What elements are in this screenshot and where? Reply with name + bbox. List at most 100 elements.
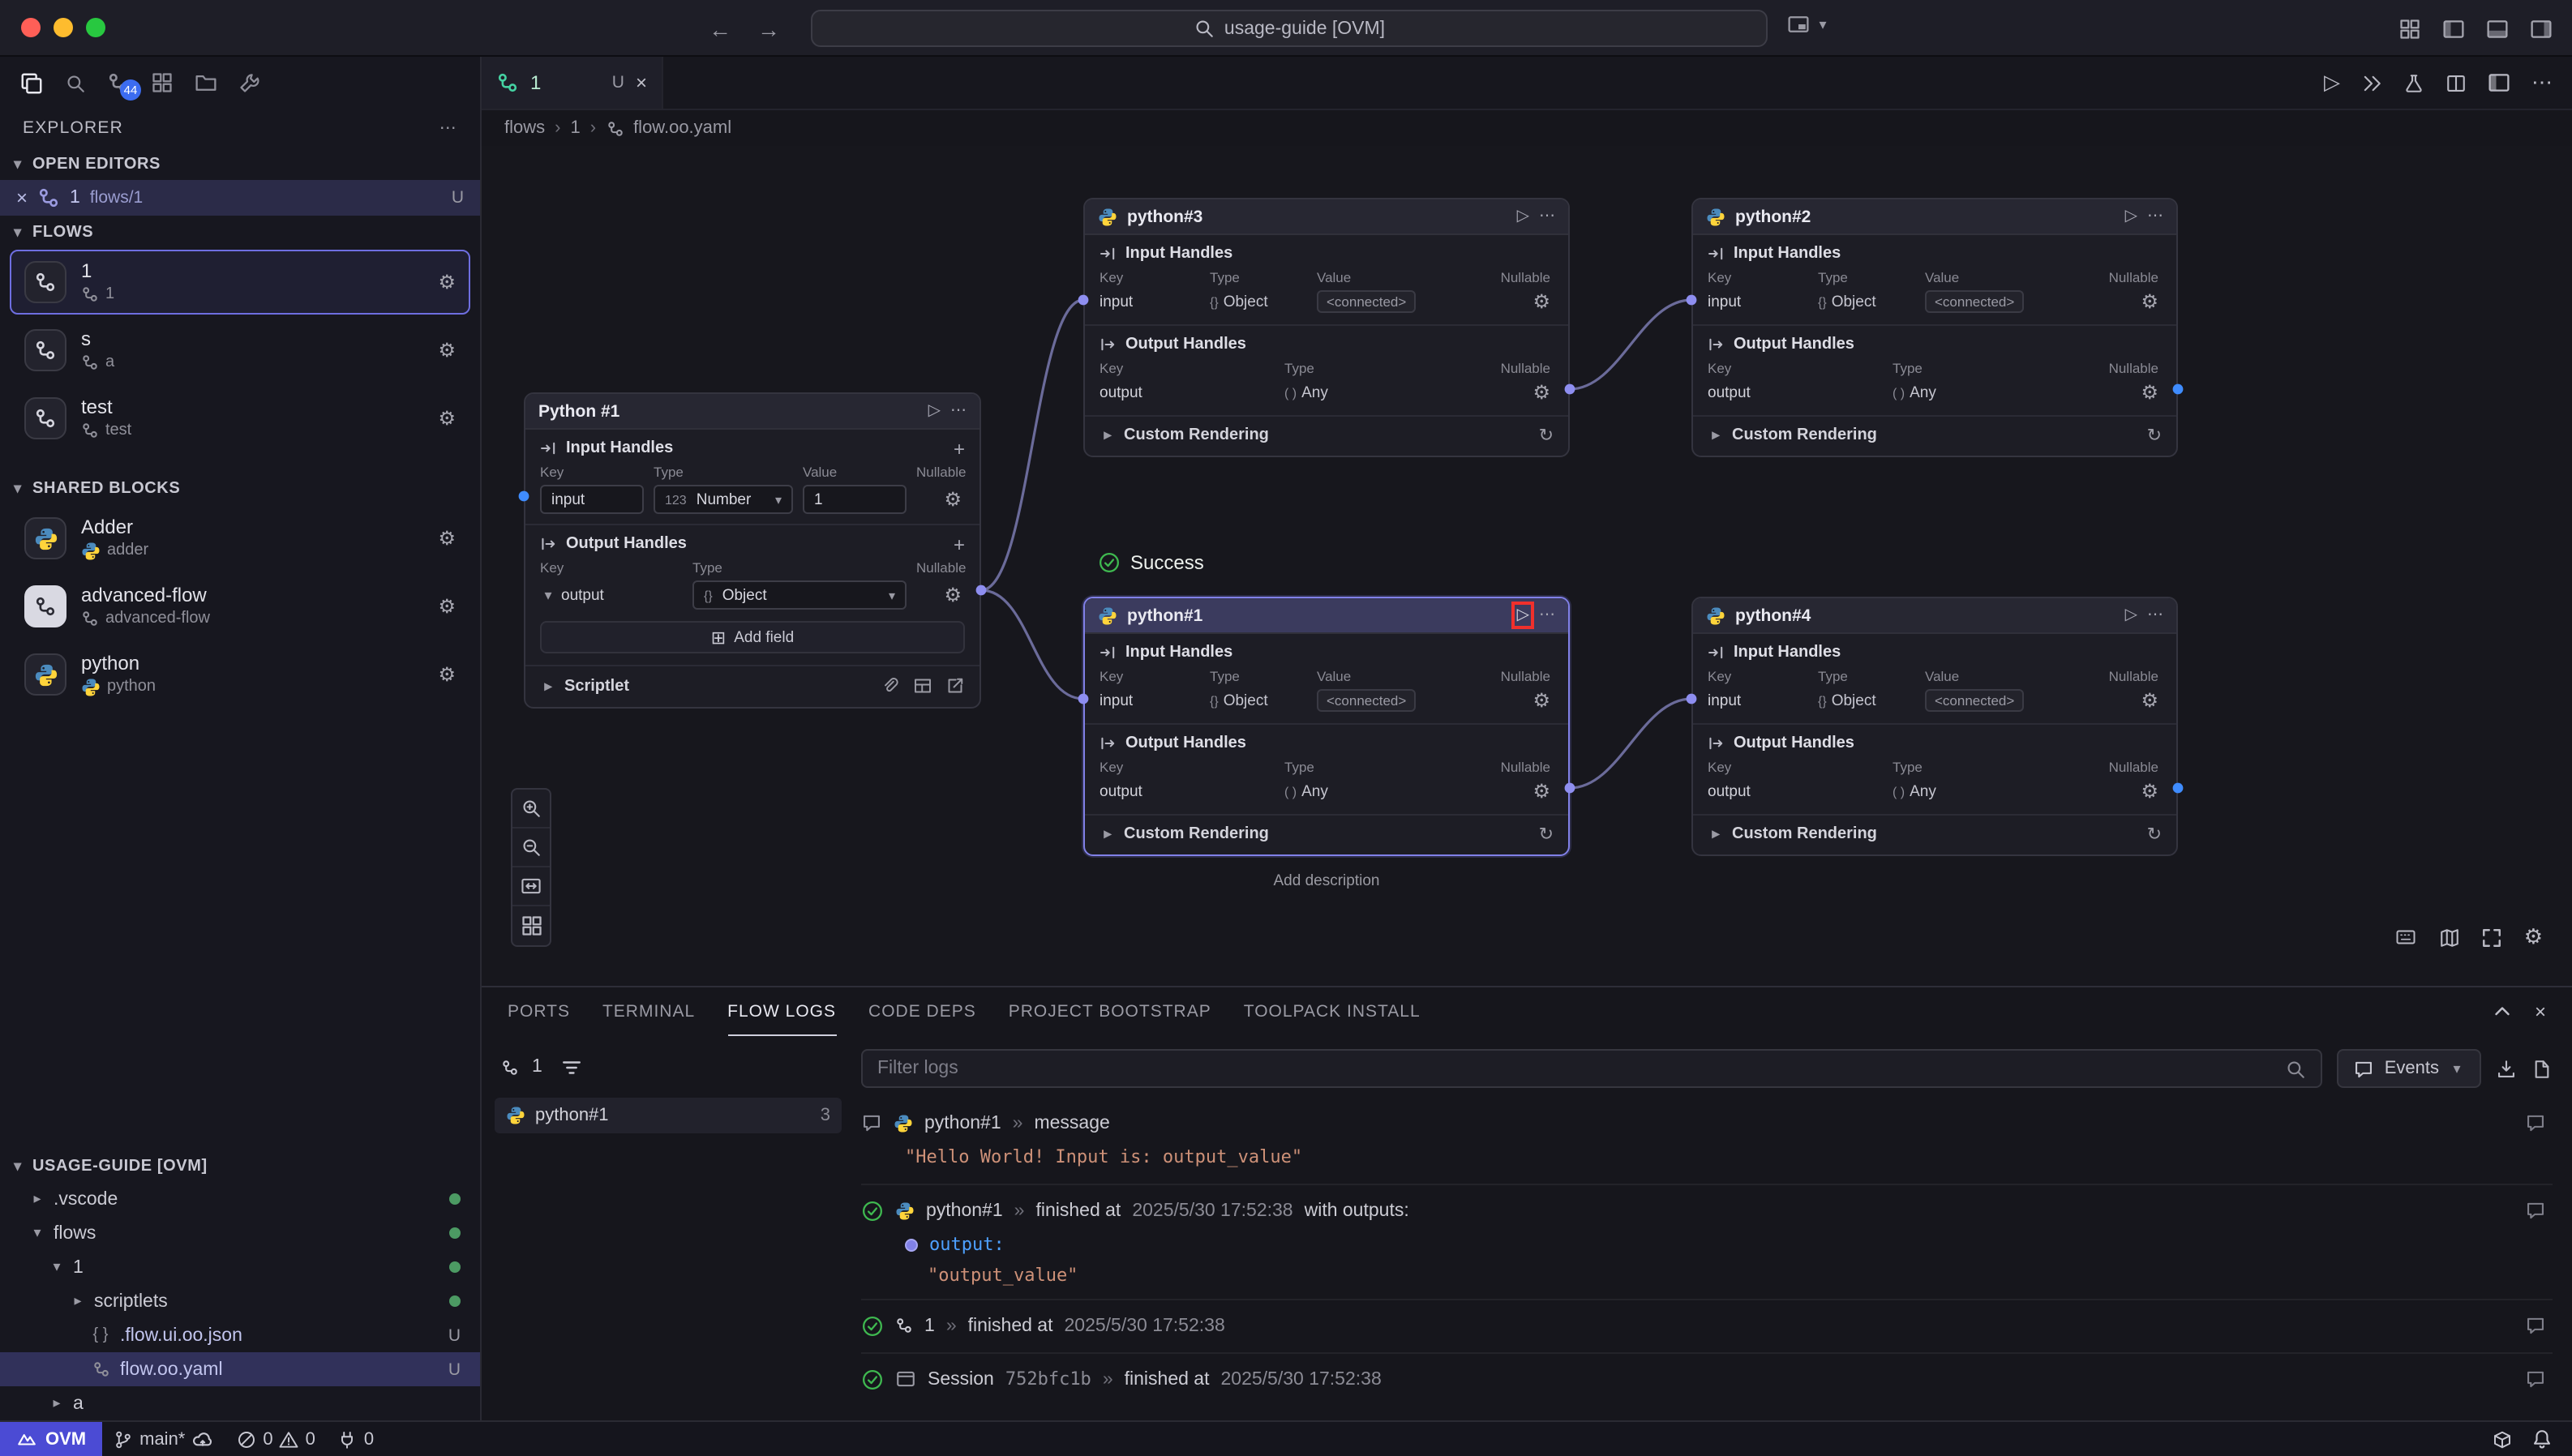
comment-icon[interactable] [2525,1368,2553,1390]
tab-flow-logs[interactable]: FLOW LOGS [727,987,837,1036]
handle-settings-icon[interactable]: ⚙ [1532,381,1550,404]
more-actions-icon[interactable]: ⋯ [2531,70,2553,94]
gear-icon[interactable]: ⚙ [438,595,456,618]
flow-selector[interactable]: 1 [532,1057,542,1077]
node-header[interactable]: Python #1 ▷ ⋯ [525,394,980,430]
flow-list-item[interactable]: 1 1 ⚙ [10,250,470,315]
canvas-settings-icon[interactable]: ⚙ [2523,924,2543,949]
run-flow-icon[interactable]: ▷ [2324,70,2340,94]
tree-item-a[interactable]: ▸a [53,1394,84,1413]
tree-item-flows[interactable]: ▾flows [0,1216,480,1250]
comment-icon[interactable] [2525,1315,2553,1336]
filter-logs-input[interactable]: Filter logs [861,1049,2323,1088]
notifications-bell-icon[interactable] [2531,1428,2553,1450]
attach-icon[interactable] [881,676,900,696]
type-select[interactable]: 123 Number ▾ [654,485,793,514]
layout-grid-icon[interactable] [512,906,550,945]
open-editor-item[interactable]: × 1 flows/1 U [0,180,480,216]
shared-block-item[interactable]: python python ⚙ [10,642,470,707]
tab-code-deps[interactable]: CODE DEPS [868,1001,976,1021]
refresh-icon[interactable]: ↻ [1538,825,1554,845]
session-pip-button[interactable]: ▾ [1787,13,1831,36]
handle-settings-icon[interactable]: ⚙ [1532,689,1550,712]
workspace-tree-header[interactable]: ▾ USAGE-GUIDE [OVM] [14,1157,208,1175]
toggle-panel-icon[interactable] [2486,17,2509,40]
add-handle-icon[interactable]: + [953,533,965,555]
handle-settings-icon[interactable]: ⚙ [2141,780,2158,803]
node-header[interactable]: python#1 ▷ ⋯ [1085,598,1568,634]
form-view-icon[interactable] [913,676,932,696]
editor-tab-1[interactable]: 1 U × [482,57,663,109]
close-window-button[interactable] [21,18,41,37]
minimap-icon[interactable] [2440,927,2461,948]
refresh-icon[interactable]: ↻ [2146,825,2162,845]
toggle-sidebar-left-icon[interactable] [2442,17,2465,40]
export-logs-icon[interactable] [2496,1058,2517,1079]
history-forward-icon[interactable]: → [757,15,780,41]
problems-status[interactable]: 0 0 [225,1422,327,1456]
minimize-window-button[interactable] [54,18,73,37]
tools-activity-icon[interactable] [238,71,261,94]
handle-settings-icon[interactable]: ⚙ [2141,689,2158,712]
gear-icon[interactable]: ⚙ [438,527,456,550]
node-run-button[interactable]: ▷ [2124,606,2137,624]
tab-project-bootstrap[interactable]: PROJECT BOOTSTRAP [1008,1001,1211,1021]
explorer-more-actions-icon[interactable]: ⋯ [439,118,457,138]
explorer-activity-icon[interactable] [19,71,44,95]
maximize-window-button[interactable] [86,18,105,37]
keyboard-shortcuts-icon[interactable] [2394,927,2419,947]
toolpack-icon[interactable] [2493,1429,2512,1449]
tree-item-scriptlets[interactable]: ▸scriptlets [0,1284,480,1318]
flow-list-item[interactable]: s a ⚙ [10,318,470,383]
open-editors-header[interactable]: ▾ OPEN EDITORS [14,155,161,173]
shared-blocks-header[interactable]: ▾ SHARED BLOCKS [14,479,181,497]
node-run-button[interactable]: ▷ [928,402,941,420]
custom-rendering-section[interactable]: ▸ Custom Rendering ↻ [1712,825,2162,845]
add-description-button[interactable]: Add description [1273,872,1380,890]
node-more-button[interactable]: ⋯ [950,402,967,420]
handle-settings-icon[interactable]: ⚙ [1532,780,1550,803]
tab-toolpack-install[interactable]: TOOLPACK INSTALL [1243,1001,1421,1021]
ports-status[interactable]: 0 [327,1422,385,1456]
handle-settings-icon[interactable]: ⚙ [1532,290,1550,313]
events-dropdown[interactable]: Events ▾ [2337,1049,2481,1088]
customize-layout-icon[interactable] [2398,17,2421,40]
command-center-search[interactable]: usage-guide [OVM] [811,10,1768,47]
refresh-icon[interactable]: ↻ [2146,426,2162,446]
gear-icon[interactable]: ⚙ [438,663,456,686]
shared-block-item[interactable]: Adder adder ⚙ [10,506,470,571]
zoom-in-icon[interactable] [512,790,550,829]
blocks-activity-icon[interactable] [151,71,174,94]
type-select[interactable]: {} Object ▾ [692,580,907,610]
node-more-button[interactable]: ⋯ [2147,208,2163,225]
log-node-item[interactable]: python#1 3 [495,1098,842,1133]
maximize-panel-icon[interactable] [2493,1002,2512,1021]
tab-terminal[interactable]: TERMINAL [602,1001,696,1021]
node-header[interactable]: python#2 ▷ ⋯ [1693,199,2176,235]
search-activity-icon[interactable] [65,72,86,93]
node-more-button[interactable]: ⋯ [1539,606,1555,624]
gear-icon[interactable]: ⚙ [438,407,456,430]
filter-list-icon[interactable] [562,1056,583,1077]
custom-rendering-section[interactable]: ▸ Custom Rendering ↻ [1104,426,1554,446]
git-branch-status[interactable]: main* [102,1422,225,1456]
toggle-layout-icon[interactable] [2488,71,2510,94]
run-all-icon[interactable] [2361,72,2382,93]
remote-indicator[interactable]: OVM [0,1422,103,1456]
node-run-button[interactable]: ▷ [2124,208,2137,225]
close-icon[interactable]: × [16,186,28,209]
custom-rendering-section[interactable]: ▸ Custom Rendering ↻ [1712,426,2162,446]
shared-block-item[interactable]: advanced-flow advanced-flow ⚙ [10,574,470,639]
history-back-icon[interactable]: ← [709,15,731,41]
node-header[interactable]: python#3 ▷ ⋯ [1085,199,1568,235]
add-field-button[interactable]: ⊞ Add field [540,621,965,653]
zoom-out-icon[interactable] [512,829,550,867]
value-field[interactable]: 1 [803,485,907,514]
